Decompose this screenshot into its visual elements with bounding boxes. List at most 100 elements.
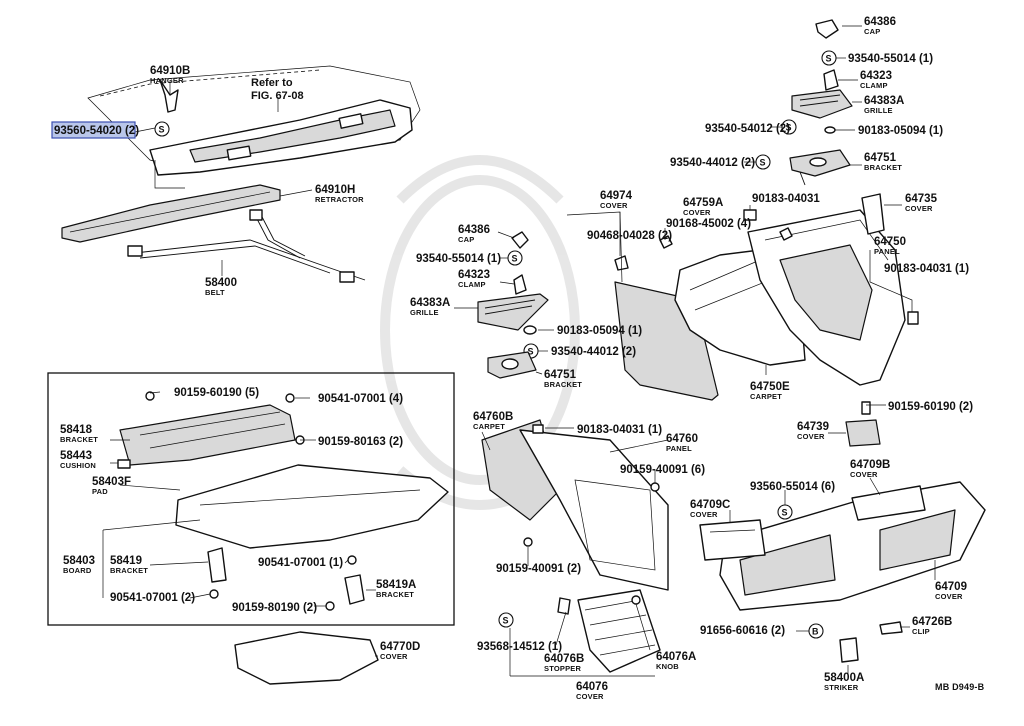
callout-c10[interactable]: 90183-05094 (1): [858, 125, 943, 137]
part-number[interactable]: 90541-07001 (4): [318, 393, 403, 405]
callout-c54[interactable]: 93560-55014 (6): [750, 481, 835, 493]
part-number[interactable]: 93540-44012 (2): [670, 157, 755, 169]
part-number[interactable]: 90183-05094 (1): [557, 325, 642, 337]
callout-c57[interactable]: 91656-60616 (2): [700, 625, 785, 637]
callout-c31[interactable]: 90159-60190 (5): [174, 387, 259, 399]
callout-c41[interactable]: 90541-07001 (2): [110, 592, 195, 604]
part-number[interactable]: 58419: [110, 555, 142, 567]
part-number[interactable]: 64323: [860, 70, 892, 82]
callout-c39[interactable]: 90541-07001 (1): [258, 557, 343, 569]
part-number[interactable]: 93540-54012 (2): [705, 123, 790, 135]
callout-c23[interactable]: 90168-45002 (4): [666, 218, 751, 230]
part-number[interactable]: 64383A: [410, 297, 450, 309]
part-number[interactable]: 93540-44012 (2): [551, 346, 636, 358]
part-number[interactable]: 58403: [63, 555, 95, 567]
part-number[interactable]: 64770D: [380, 641, 420, 653]
part-number[interactable]: 93540-55014 (1): [416, 253, 501, 265]
part-number[interactable]: 90541-07001 (1): [258, 557, 343, 569]
part-number[interactable]: 64759A: [683, 197, 723, 209]
part-number[interactable]: 93568-14512 (1): [477, 641, 562, 653]
callout-c6[interactable]: 93540-55014 (1): [416, 253, 501, 265]
callout-c45[interactable]: 90183-04031 (1): [577, 424, 662, 436]
callout-c21[interactable]: 90468-04028 (2): [587, 230, 672, 242]
part-number[interactable]: 64760B: [473, 411, 513, 423]
part-number[interactable]: 64726B: [912, 616, 952, 628]
part-number[interactable]: 90183-04031 (1): [884, 263, 969, 275]
part-number[interactable]: 64383A: [864, 95, 904, 107]
callout-c47[interactable]: 90159-40091 (6): [620, 464, 705, 476]
part-number[interactable]: 90159-80163 (2): [318, 436, 403, 448]
part-number[interactable]: 58443: [60, 450, 92, 462]
part-number[interactable]: 64076: [576, 681, 608, 693]
callout-c24[interactable]: 90183-04031: [752, 193, 820, 205]
part-number[interactable]: 64709: [935, 581, 967, 593]
part-number[interactable]: 93540-55014 (1): [848, 53, 933, 65]
part-number[interactable]: 90183-05094 (1): [858, 125, 943, 137]
highlighted-part-box[interactable]: [51, 121, 136, 139]
part-number[interactable]: 64750: [874, 236, 906, 248]
callout-c42[interactable]: 90159-80190 (2): [232, 602, 317, 614]
part-number[interactable]: 91656-60616 (2): [700, 625, 785, 637]
callout-c14[interactable]: 93540-55014 (1): [848, 53, 933, 65]
callout-c34[interactable]: 90159-80163 (2): [318, 436, 403, 448]
part-number[interactable]: 90159-40091 (6): [620, 464, 705, 476]
part-number[interactable]: 90468-04028 (2): [587, 230, 672, 242]
part-number[interactable]: 64974: [600, 190, 633, 202]
part-number[interactable]: 64076B: [544, 653, 584, 665]
part-number[interactable]: 58419A: [376, 579, 416, 591]
callout-c49[interactable]: 93568-14512 (1): [477, 641, 562, 653]
part-number[interactable]: 64386: [458, 224, 490, 236]
part-number[interactable]: 64751: [864, 152, 897, 164]
callout-c27[interactable]: 90183-04031 (1): [884, 263, 969, 275]
part-number[interactable]: 90159-80190 (2): [232, 602, 317, 614]
part-number[interactable]: 90183-04031 (1): [577, 424, 662, 436]
part-number[interactable]: 90183-04031: [752, 193, 820, 205]
part-number[interactable]: 90159-60190 (5): [174, 387, 259, 399]
part-number[interactable]: 90159-60190 (2): [888, 401, 973, 413]
callout-c32[interactable]: 90541-07001 (4): [318, 393, 403, 405]
part-number[interactable]: 58403F: [92, 476, 131, 488]
part-number[interactable]: 64735: [905, 193, 938, 205]
part-number[interactable]: 93560-55014 (6): [750, 481, 835, 493]
part-number[interactable]: 64739: [797, 421, 829, 433]
callout-c29[interactable]: 90159-60190 (2): [888, 401, 973, 413]
part-number[interactable]: 64323: [458, 269, 490, 281]
part-number[interactable]: 90159-40091 (2): [496, 563, 581, 575]
part-number[interactable]: 64076A: [656, 651, 696, 663]
part-number[interactable]: 58418: [60, 424, 93, 436]
part-number[interactable]: 58400A: [824, 672, 864, 684]
part-number[interactable]: 64910B: [150, 65, 190, 77]
part-number[interactable]: 64709C: [690, 499, 730, 511]
part-number[interactable]: 64751: [544, 369, 577, 381]
